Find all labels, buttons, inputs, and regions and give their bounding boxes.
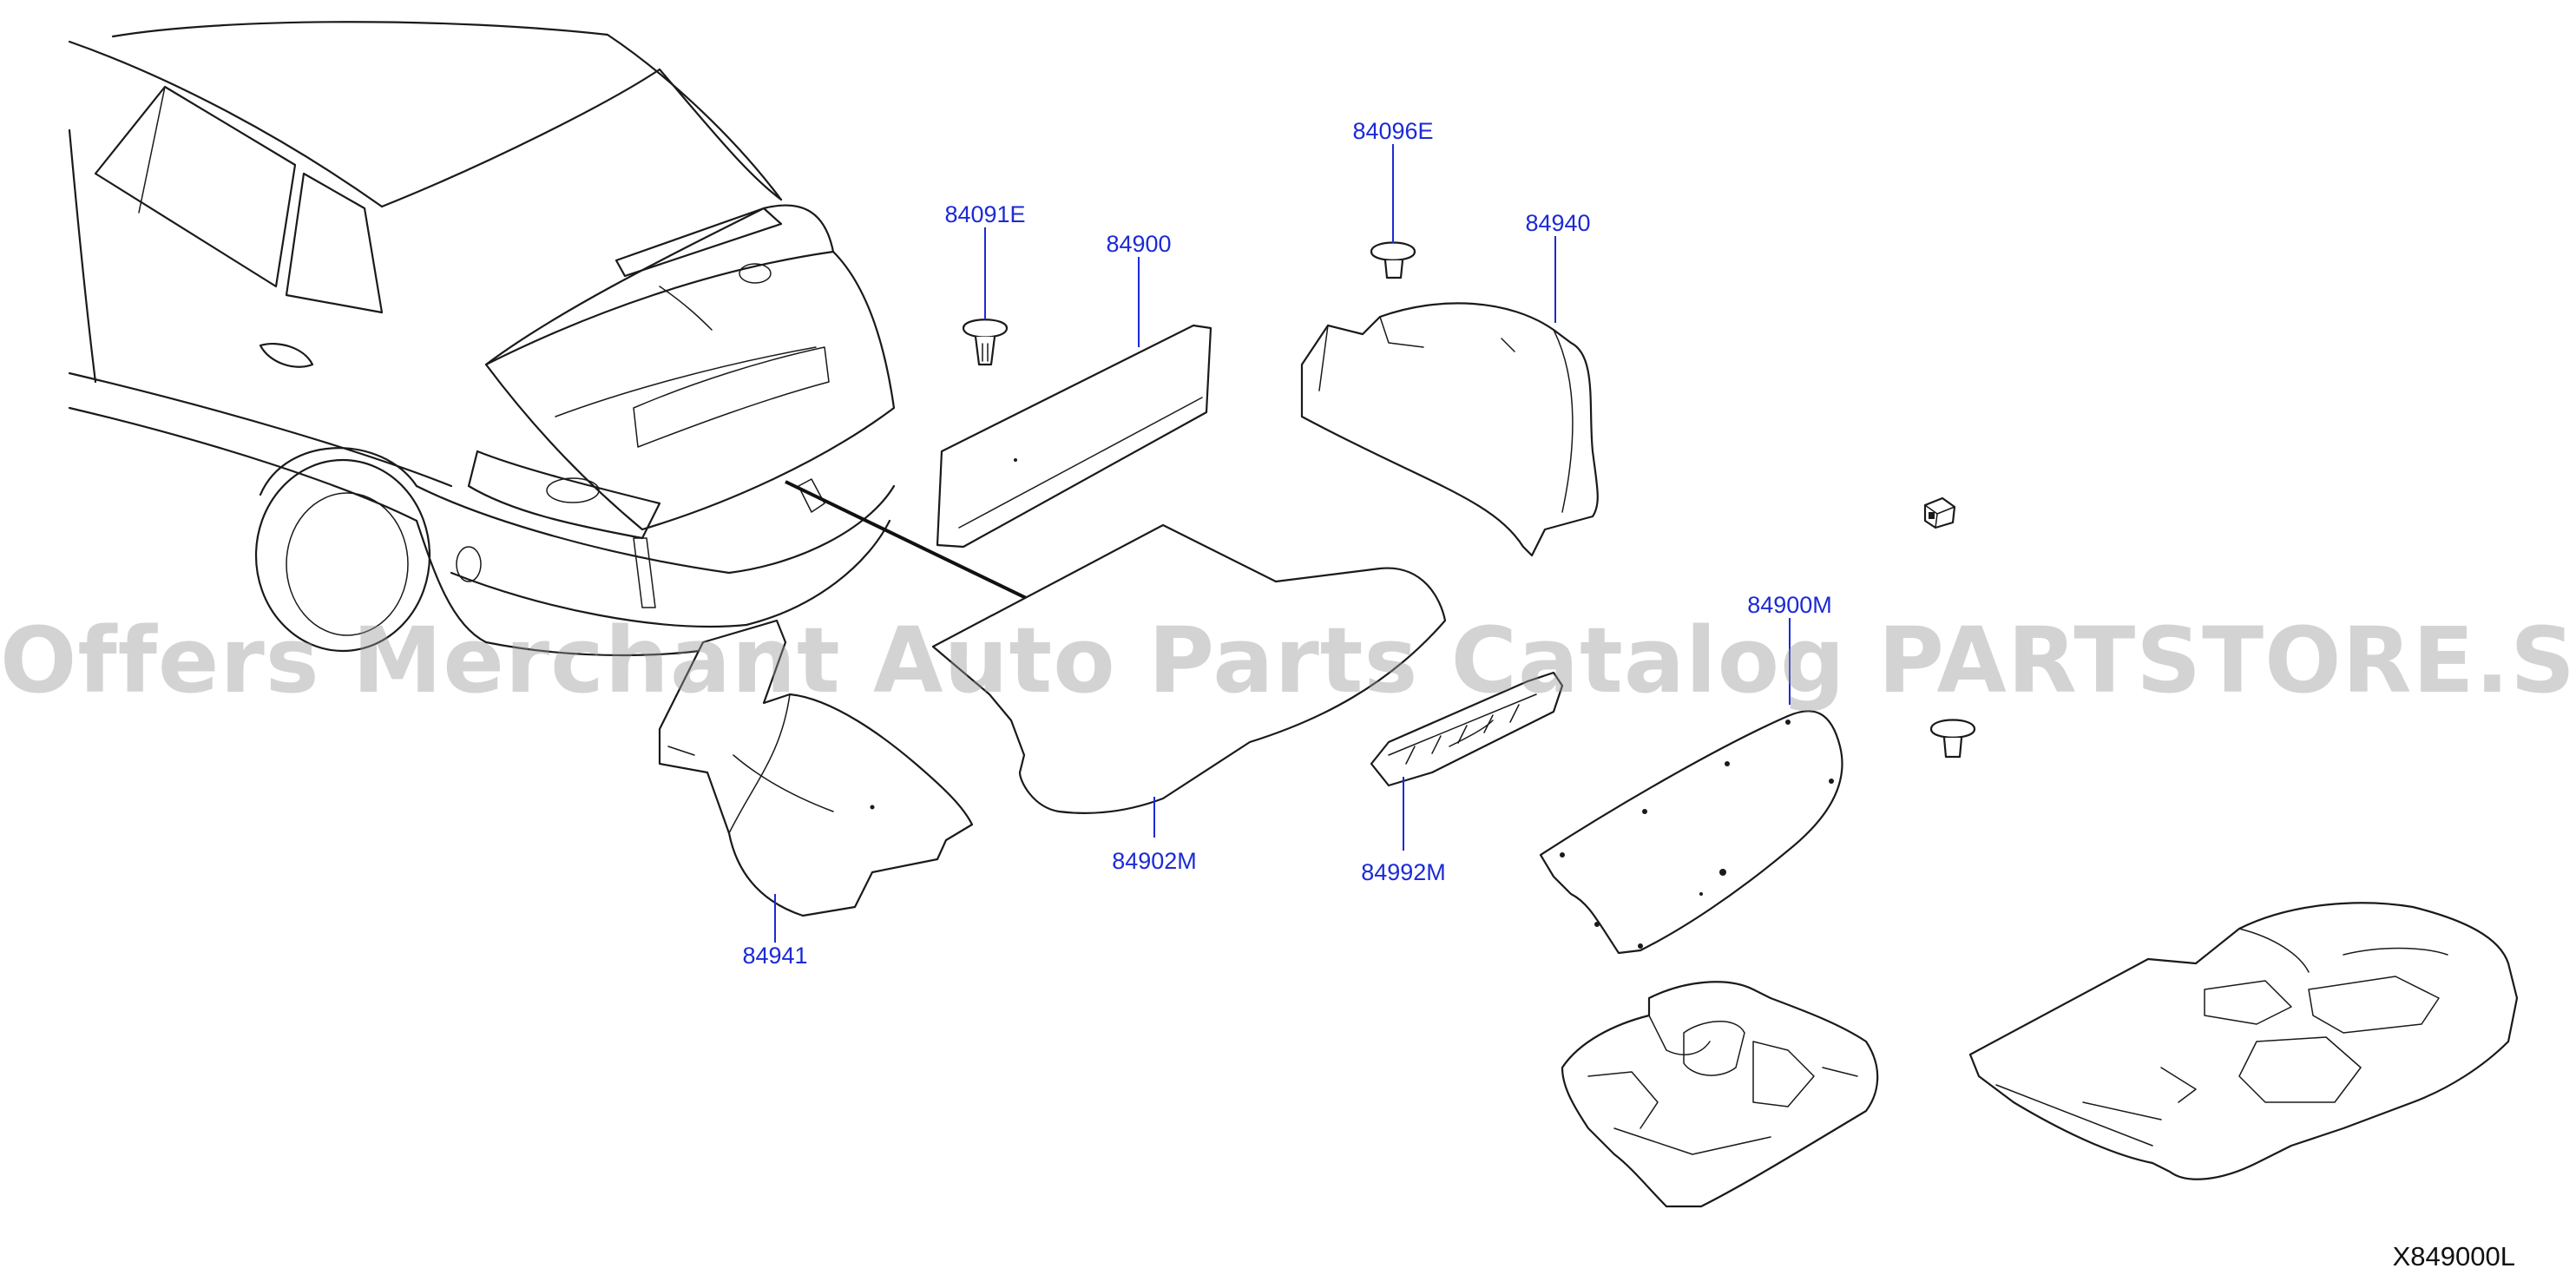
side-finisher-84941 [658,619,974,917]
part-label-84940[interactable]: 84940 [1525,210,1590,236]
part-number-labels: 84091E 84900 84096E 84940 84900M 84941 8… [742,118,1831,969]
trunk-lid-finisher-84900m [1539,710,1843,955]
figure-id: X849000L [2392,1241,2515,1272]
spare-tire-tray-left [1561,981,1879,1208]
part-label-84900[interactable]: 84900 [1106,231,1171,257]
car-body-illustration [68,21,896,657]
part-label-84992m[interactable]: 84992M [1361,859,1446,885]
part-label-84900m[interactable]: 84900M [1747,592,1832,618]
part-label-84902m[interactable]: 84902M [1112,848,1197,874]
part-label-84091e[interactable]: 84091E [944,201,1025,227]
rear-plate-84992m [1370,671,1564,787]
spare-tire-tray-right [1968,902,2519,1180]
clip-84091e [962,319,1009,366]
part-label-84941[interactable]: 84941 [742,943,807,969]
clip-trunk-lid [1929,719,1976,759]
part-label-84096e[interactable]: 84096E [1352,118,1433,144]
side-finisher-84940 [1300,302,1599,557]
clip-84096e [1370,241,1416,279]
trunk-board-84900 [936,324,1212,549]
trunk-floor-mat-84902m [931,523,1447,814]
leader-lines [774,144,1791,943]
clip-cube [1923,496,1956,529]
